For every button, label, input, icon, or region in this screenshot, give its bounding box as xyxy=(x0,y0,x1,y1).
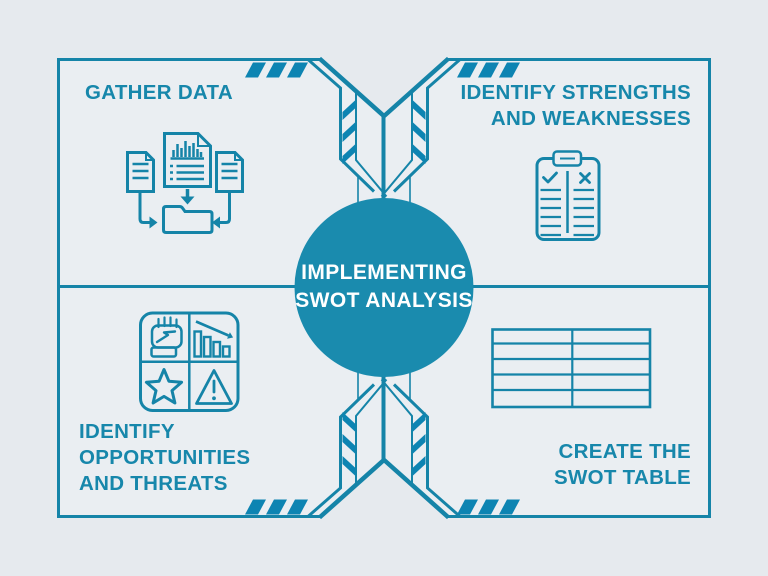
opportunity-threat-grid-icon xyxy=(139,311,240,412)
folder-icon xyxy=(162,205,214,234)
center-circle xyxy=(294,198,474,377)
label-line: SWOT TABLE xyxy=(554,466,691,489)
warning-triangle-icon xyxy=(195,369,233,405)
check-icon xyxy=(542,171,558,184)
right-flow-arrow-icon xyxy=(212,192,231,229)
down-arrow-icon xyxy=(180,189,195,205)
star-icon xyxy=(144,368,184,405)
quadrant-label-gather-data: GATHER DATA xyxy=(85,80,233,106)
center-title: IMPLEMENTING SWOT ANALYSIS xyxy=(264,259,504,315)
left-flow-arrow-icon xyxy=(138,192,158,229)
fist-icon xyxy=(150,316,183,358)
quadrant-label-strengths-weaknesses: IDENTIFY STRENGTHS AND WEAKNESSES xyxy=(460,80,691,132)
document-icon xyxy=(126,151,155,193)
clipboard-check-cross-icon xyxy=(535,150,601,241)
swot-table-icon xyxy=(491,328,652,409)
title-line: IMPLEMENTING xyxy=(301,261,467,284)
label-line: GATHER DATA xyxy=(85,81,233,104)
cross-icon xyxy=(579,172,591,184)
label-line: IDENTIFY STRENGTHS xyxy=(460,81,691,104)
declining-chart-icon xyxy=(193,320,234,358)
label-line: AND THREATS xyxy=(79,472,228,495)
label-line: IDENTIFY xyxy=(79,420,175,443)
label-line: AND WEAKNESSES xyxy=(490,107,691,130)
quadrant-label-swot-table: CREATE THE SWOT TABLE xyxy=(554,439,691,491)
documents-to-folder-icon xyxy=(126,132,244,234)
quadrant-label-opportunities-threats: IDENTIFY OPPORTUNITIES AND THREATS xyxy=(79,419,250,497)
label-line: OPPORTUNITIES xyxy=(79,446,251,469)
report-document-icon xyxy=(163,132,212,188)
panel-backgrounds xyxy=(58,59,710,517)
document-icon xyxy=(215,151,244,193)
title-line: SWOT ANALYSIS xyxy=(295,289,473,312)
label-line: CREATE THE xyxy=(558,440,691,463)
